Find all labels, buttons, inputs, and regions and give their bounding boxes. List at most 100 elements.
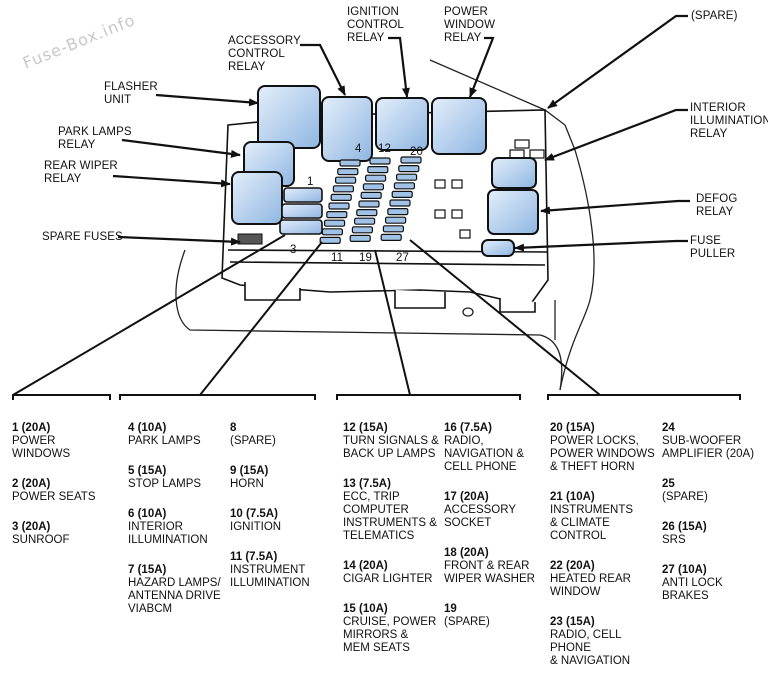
legend-column-1: 1 (20A)POWER WINDOWS 2 (20A)POWER SEATS … (12, 409, 112, 564)
fuse-slot (326, 211, 348, 219)
legend-entry: 3 (20A)SUNROOF (12, 521, 70, 546)
legend-entry: 18 (20A)FRONT & REAR WIPER WASHER (444, 547, 535, 585)
legend-entry: 9 (15A)HORN (230, 465, 269, 490)
legend-entry: 1 (20A)POWER WINDOWS (12, 422, 71, 460)
legend-entry: 7 (15A)HAZARD LAMPS/ ANTENNA DRIVE VIABC… (128, 564, 221, 615)
fuse-slot (354, 217, 376, 225)
fuse-slot (400, 156, 422, 164)
fuse-grid (319, 156, 422, 244)
fuse-slot (391, 190, 413, 198)
legend-entry: 5 (15A)STOP LAMPS (128, 465, 202, 490)
fuse-slot (398, 165, 420, 173)
legend-entry: 27 (10A)ANTI LOCK BRAKES (662, 564, 723, 602)
spare-fuse-stack (279, 187, 323, 235)
fuse-slot (369, 157, 391, 165)
fuse-slot (328, 202, 350, 210)
fuse-slot (356, 209, 378, 217)
box-number-3: 3 (290, 244, 297, 256)
label-defog-relay: DEFOG RELAY (696, 193, 738, 218)
box-number-20: 20 (410, 146, 423, 158)
interior-illumination-relay (491, 157, 537, 189)
fuse-slot (337, 168, 359, 176)
arrow-spare-fuses (117, 235, 241, 246)
label-spare: (SPARE) (691, 10, 738, 22)
arrow-accessory (300, 43, 346, 96)
arrow-park-lamps (121, 138, 241, 158)
fuse-slot (351, 226, 373, 234)
defog-relay (487, 189, 539, 235)
fuse-slot (380, 233, 402, 241)
legend-entry: 6 (10A)INTERIOR ILLUMINATION (128, 508, 208, 546)
arrow-spare (547, 14, 688, 109)
fuse-slot (367, 166, 389, 174)
fuse-slot (335, 176, 357, 184)
spare-fuse-clip (237, 233, 263, 245)
legend-entry: 12 (15A)TURN SIGNALS & BACK UP LAMPS (343, 422, 439, 460)
label-rear-wiper-relay: REAR WIPER RELAY (44, 160, 118, 185)
fuse-slot (339, 159, 361, 167)
accessory-control-relay (321, 96, 373, 162)
fuse-slot (319, 236, 341, 244)
ignition-control-relay (375, 97, 429, 151)
flasher-unit-relay (257, 85, 321, 149)
label-fuse-puller: FUSE PULLER (690, 235, 736, 260)
box-number-4: 4 (355, 143, 362, 155)
fuse-slot (332, 185, 354, 193)
legend-entry: 2 (20A)POWER SEATS (12, 478, 96, 503)
fuse-box-diagram (12, 14, 741, 400)
legend-entry: 14 (20A)CIGAR LIGHTER (343, 560, 433, 585)
box-number-27: 27 (396, 252, 409, 264)
box-number-19: 19 (359, 252, 372, 264)
legend-lines (12, 234, 741, 400)
callout-arrows (112, 14, 690, 252)
box-number-11: 11 (331, 252, 344, 264)
label-accessory-control-relay: ACCESSORY CONTROL RELAY (228, 35, 301, 73)
legend-entry: 15 (10A)CRUISE, POWER MIRRORS & MEM SEAT… (343, 603, 437, 654)
legend-column-4: 12 (15A)TURN SIGNALS & BACK UP LAMPS 13 … (343, 409, 443, 672)
arrow-defog (540, 199, 690, 215)
fuse-slot (385, 216, 407, 224)
label-spare-fuses: SPARE FUSES (42, 231, 123, 243)
fuse-slot (360, 191, 382, 199)
fuse-slot (362, 183, 384, 191)
fuse-slot (365, 174, 387, 182)
arrow-flasher (155, 93, 259, 107)
box-number-12: 12 (378, 143, 391, 155)
arrow-power-window (468, 36, 495, 98)
fuse-slot (389, 199, 411, 207)
label-ignition-control-relay: IGNITION CONTROL RELAY (347, 6, 404, 44)
fuse-slot (349, 234, 371, 242)
legend-entry: 22 (20A)HEATED REAR WINDOW (550, 560, 631, 598)
legend-column-5: 16 (7.5A)RADIO, NAVIGATION & CELL PHONE … (444, 409, 544, 646)
rear-wiper-relay (231, 171, 283, 225)
legend-column-2: 4 (10A)PARK LAMPS 5 (15A)STOP LAMPS 6 (1… (128, 409, 228, 633)
legend-entry: 8(SPARE) (230, 422, 276, 447)
fuse-slot (330, 193, 352, 201)
fuse-puller-part (481, 239, 515, 257)
fuse-slot (387, 208, 409, 216)
legend-entry: 13 (7.5A)ECC, TRIP COMPUTER INSTRUMENTS … (343, 478, 437, 542)
legend-column-6: 20 (15A)POWER LOCKS, POWER WINDOWS & THE… (550, 409, 662, 685)
legend-entry: 23 (15A)RADIO, CELL PHONE & NAVIGATION (550, 616, 631, 667)
connector-slots (434, 139, 545, 239)
fuse-slot (393, 182, 415, 190)
fuse-slot (382, 225, 404, 233)
legend-column-3: 8(SPARE) 9 (15A)HORN 10 (7.5A)IGNITION 1… (230, 409, 330, 607)
label-power-window-relay: POWER WINDOW RELAY (444, 6, 496, 44)
fuse-slot (321, 228, 343, 236)
legend-entry: 26 (15A)SRS (662, 521, 707, 546)
legend-entry: 10 (7.5A)IGNITION (230, 508, 282, 533)
legend-entry: 19(SPARE) (444, 603, 490, 628)
fuse-slot (324, 219, 346, 227)
legend-entry: 20 (15A)POWER LOCKS, POWER WINDOWS & THE… (550, 422, 655, 473)
legend-entry: 17 (20A)ACCESSORY SOCKET (444, 491, 517, 529)
legend-entry: 4 (10A)PARK LAMPS (128, 422, 201, 447)
power-window-relay (431, 97, 487, 155)
label-flasher-unit: FLASHER UNIT (104, 81, 158, 106)
legend-entry: 16 (7.5A)RADIO, NAVIGATION & CELL PHONE (444, 422, 525, 473)
legend-entry: 11 (7.5A)INSTRUMENT ILLUMINATION (230, 551, 310, 589)
box-number-1: 1 (307, 176, 314, 188)
arrow-ignition (388, 36, 410, 98)
